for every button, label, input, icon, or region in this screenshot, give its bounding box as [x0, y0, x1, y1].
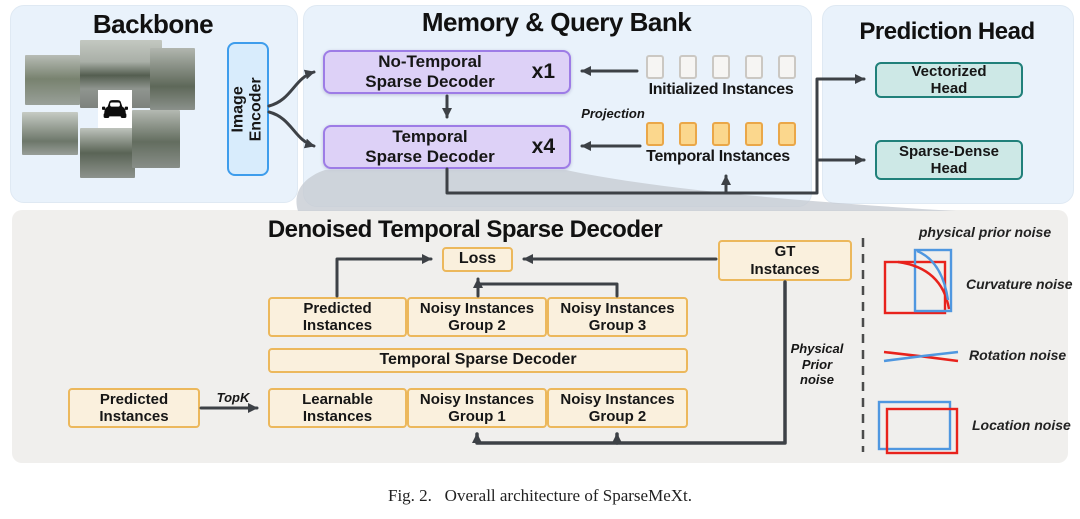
temporal-decoder-label: Temporal Sparse Decoder: [365, 127, 495, 166]
topk-label: TopK: [216, 390, 250, 405]
instance-square: [712, 55, 730, 79]
no-temporal-decoder-box: No-Temporal Sparse Decoder x1: [323, 50, 571, 94]
instance-square: [679, 122, 697, 146]
camera-image: [132, 110, 180, 168]
legend-title: physical prior noise: [918, 224, 1052, 240]
noisy-group3-top-label: Noisy Instances Group 3: [560, 299, 675, 334]
temporal-mult: x4: [531, 135, 555, 158]
location-noise-label: Location noise: [972, 417, 1071, 433]
instance-square: [778, 55, 796, 79]
learnable-instances-label: Learnable Instances: [302, 390, 373, 425]
noisy-group2-top-label: Noisy Instances Group 2: [419, 299, 535, 334]
ego-car-tile: [98, 90, 132, 128]
rotation-noise-label: Rotation noise: [969, 347, 1067, 363]
image-encoder-box: Image Encoder: [227, 42, 269, 176]
noisy-group1-label: Noisy Instances Group 1: [419, 390, 535, 425]
predicted-instances-input-label: Predicted Instances: [99, 390, 169, 425]
temporal-decoder-box: Temporal Sparse Decoder x4: [323, 125, 571, 169]
instance-square: [745, 122, 763, 146]
sparse-dense-head-box: Sparse-Dense Head: [875, 140, 1023, 180]
temporal-instances-row: [646, 122, 796, 146]
figure-caption: Fig. 2. Overall architecture of SparseMe…: [387, 486, 693, 505]
projection-label: Projection: [581, 106, 645, 121]
camera-image: [22, 112, 78, 155]
image-encoder-label: Image Encoder: [229, 76, 266, 142]
curvature-noise-icon: [883, 248, 953, 315]
gt-instances-box: GT Instances: [718, 240, 852, 281]
predicted-instances-top-box: Predicted Instances: [268, 297, 407, 337]
noisy-group2-bottom-box: Noisy Instances Group 2: [547, 388, 688, 428]
vectorized-head-label: Vectorized Head: [911, 62, 987, 97]
noisy-group2-bottom-label: Noisy Instances Group 2: [560, 390, 675, 425]
camera-image: [25, 55, 80, 105]
no-temporal-decoder-label: No-Temporal Sparse Decoder: [365, 52, 495, 91]
learnable-instances-box: Learnable Instances: [268, 388, 407, 428]
temporal-sparse-decoder-box: Temporal Sparse Decoder: [268, 348, 688, 373]
temporal-instances-label: Temporal Instances: [646, 148, 790, 165]
camera-image: [150, 48, 195, 110]
vectorized-head-box: Vectorized Head: [875, 62, 1023, 98]
loss-box: Loss: [442, 247, 513, 272]
no-temporal-mult: x1: [531, 60, 555, 83]
backbone-title: Backbone: [92, 9, 214, 39]
initialized-instances-row: [646, 55, 796, 79]
camera-image: [80, 128, 135, 178]
sparse-dense-head-label: Sparse-Dense Head: [898, 142, 1000, 177]
car-icon: [102, 100, 128, 118]
denoised-title: Denoised Temporal Sparse Decoder: [267, 216, 663, 243]
instance-square: [778, 122, 796, 146]
location-noise-icon: [877, 400, 959, 455]
loss-label: Loss: [458, 250, 497, 268]
curvature-noise-label: Curvature noise: [966, 276, 1073, 292]
predicted-instances-input-box: Predicted Instances: [68, 388, 200, 428]
instance-square: [712, 122, 730, 146]
temporal-sparse-decoder-label: Temporal Sparse Decoder: [379, 351, 577, 369]
instance-square: [646, 122, 664, 146]
prediction-title: Prediction Head: [859, 18, 1035, 45]
noisy-group1-box: Noisy Instances Group 1: [407, 388, 547, 428]
initialized-instances-label: Initialized Instances: [648, 81, 794, 98]
noisy-group2-top-box: Noisy Instances Group 2: [407, 297, 547, 337]
instance-square: [679, 55, 697, 79]
memory-title: Memory & Query Bank: [421, 7, 692, 37]
instance-square: [745, 55, 763, 79]
noisy-group3-top-box: Noisy Instances Group 3: [547, 297, 688, 337]
physical-prior-noise-label: Physical Prior noise: [790, 341, 844, 388]
instance-square: [646, 55, 664, 79]
gt-instances-label: GT Instances: [750, 243, 820, 278]
predicted-instances-top-label: Predicted Instances: [302, 299, 373, 334]
rotation-noise-icon: [883, 350, 959, 363]
